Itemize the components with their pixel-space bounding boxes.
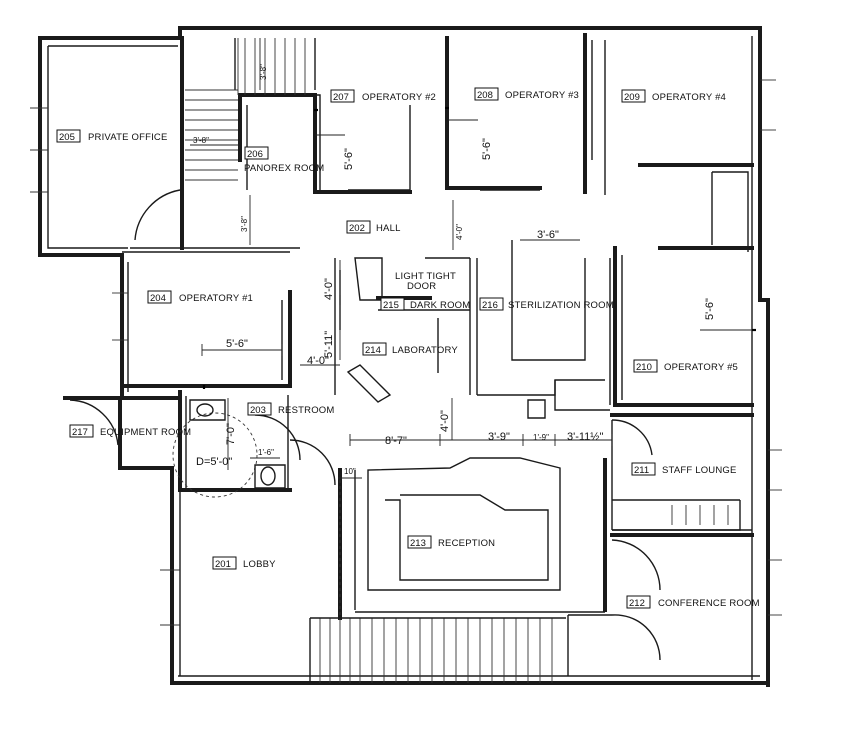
wall-ticks	[30, 79, 782, 626]
dim-lab-clr: 4'-0"	[307, 355, 329, 367]
dim-office-clr: 3'-8"	[193, 136, 209, 145]
room-208-label: 208 OPERATORY #3	[474, 87, 579, 101]
room-203-label: 203 RESTROOM	[247, 402, 335, 416]
room-205-number: 205	[59, 132, 75, 143]
room-210-label: 210 OPERATORY #5	[633, 359, 738, 373]
dim-op1-width: 5'-6"	[226, 338, 248, 350]
room-215-number: 215	[383, 300, 399, 311]
room-204-label: 204 OPERATORY #1	[147, 290, 253, 304]
room-215-name: DARK ROOM	[410, 300, 470, 311]
room-205-label: 205 PRIVATE OFFICE	[56, 129, 168, 143]
room-209-name: OPERATORY #4	[652, 92, 726, 103]
room-203-name: RESTROOM	[278, 405, 335, 416]
room-202-label: 202 HALL	[346, 220, 401, 234]
dim-op2-width: 5'-6"	[343, 148, 355, 170]
room-207-number: 207	[333, 92, 349, 103]
dim-op5-width: 5'-6"	[704, 298, 716, 320]
room-214-label: 214 LABORATORY	[362, 342, 458, 356]
room-211-name: STAFF LOUNGE	[662, 465, 737, 476]
room-209-label: 209 OPERATORY #4	[621, 89, 726, 103]
room-204-name: OPERATORY #1	[179, 293, 253, 304]
dim-restroom-clr: 7'-0"	[225, 423, 237, 445]
room-217-number: 217	[72, 427, 88, 438]
dim-lab-height: 5'-11"	[323, 331, 335, 358]
dim-op3-width: 5'-6"	[481, 138, 493, 160]
dim-stair-clr: 3'-8"	[259, 64, 268, 80]
room-217-name: EQUIPMENT ROOM	[100, 427, 191, 438]
dimension-labels: 5'-6" 5'-6" 5'-6" 5'-6" 4'-0" 4'-0" 5'-1…	[193, 64, 716, 476]
room-207-label: 207 OPERATORY #2	[330, 89, 436, 103]
dim-recep-clr: 4'-0"	[439, 410, 451, 432]
room-202-number: 202	[349, 223, 365, 234]
outer-walls	[38, 26, 770, 687]
room-201-label: 201 LOBBY	[212, 556, 276, 570]
room-213-number: 213	[410, 538, 426, 549]
room-206-label: 206 PANOREX ROOM	[244, 146, 324, 174]
room-210-number: 210	[636, 362, 652, 373]
room-201-number: 201	[215, 559, 231, 570]
dim-hall-clr: 4'-0"	[455, 224, 464, 240]
dim-lobby-small: 10"	[344, 467, 356, 476]
light-tight-note: LIGHT TIGHT DOOR	[395, 271, 456, 292]
room-213-label: 213 RECEPTION	[407, 535, 495, 549]
room-213-name: RECEPTION	[438, 538, 495, 549]
dim-recep-a: 8'-7"	[385, 435, 407, 447]
dim-recep-b: 3'-9"	[488, 431, 510, 443]
room-201-name: LOBBY	[243, 559, 276, 570]
room-209-number: 209	[624, 92, 640, 103]
stair-upper	[185, 38, 306, 181]
door-swings	[69, 189, 661, 661]
room-208-number: 208	[477, 90, 493, 101]
room-215-label: 215 DARK ROOM	[380, 297, 470, 311]
room-216-label: 216 STERILIZATION ROOM	[479, 297, 614, 311]
light-tight-line1: LIGHT TIGHT	[395, 271, 456, 282]
room-205-name: PRIVATE OFFICE	[88, 132, 168, 143]
room-216-name: STERILIZATION ROOM	[508, 300, 614, 311]
outer-wall-inner-lines	[47, 36, 760, 680]
restroom-fixtures	[172, 399, 286, 498]
stair-lower	[309, 617, 566, 683]
room-206-number: 206	[247, 149, 263, 160]
dim-dark-height: 4'-0"	[323, 278, 335, 300]
room-217-label: 217 EQUIPMENT ROOM	[69, 424, 191, 438]
room-202-name: HALL	[376, 223, 401, 234]
dim-panorex-clr: 3'-8"	[240, 216, 249, 232]
dim-restroom-small: 1'-6"	[258, 448, 274, 457]
reception-counter	[367, 457, 561, 591]
room-214-number: 214	[365, 345, 381, 356]
room-211-number: 211	[634, 465, 649, 476]
room-214-name: LABORATORY	[392, 345, 458, 356]
room-207-name: OPERATORY #2	[362, 92, 436, 103]
dim-recep-c: 1'-9"	[533, 433, 549, 442]
room-212-name: CONFERENCE ROOM	[658, 598, 760, 609]
room-212-label: 212 CONFERENCE ROOM	[626, 595, 760, 609]
room-216-number: 216	[482, 300, 498, 311]
light-tight-line2: DOOR	[407, 281, 436, 292]
room-211-label: 211 STAFF LOUNGE	[631, 462, 737, 476]
room-206-name: PANOREX ROOM	[244, 163, 324, 174]
dim-recep-d: 3'-11½"	[567, 431, 603, 443]
dim-steril-clr: 3'-6"	[537, 229, 559, 241]
interior-walls	[120, 33, 754, 676]
room-208-name: OPERATORY #3	[505, 90, 579, 101]
dimension-lines	[190, 38, 752, 615]
dim-restroom-circle: D=5'-0"	[196, 456, 232, 468]
room-203-number: 203	[250, 405, 266, 416]
cabinets	[315, 94, 741, 531]
room-212-number: 212	[629, 598, 645, 609]
room-204-number: 204	[150, 293, 166, 304]
room-210-name: OPERATORY #5	[664, 362, 738, 373]
